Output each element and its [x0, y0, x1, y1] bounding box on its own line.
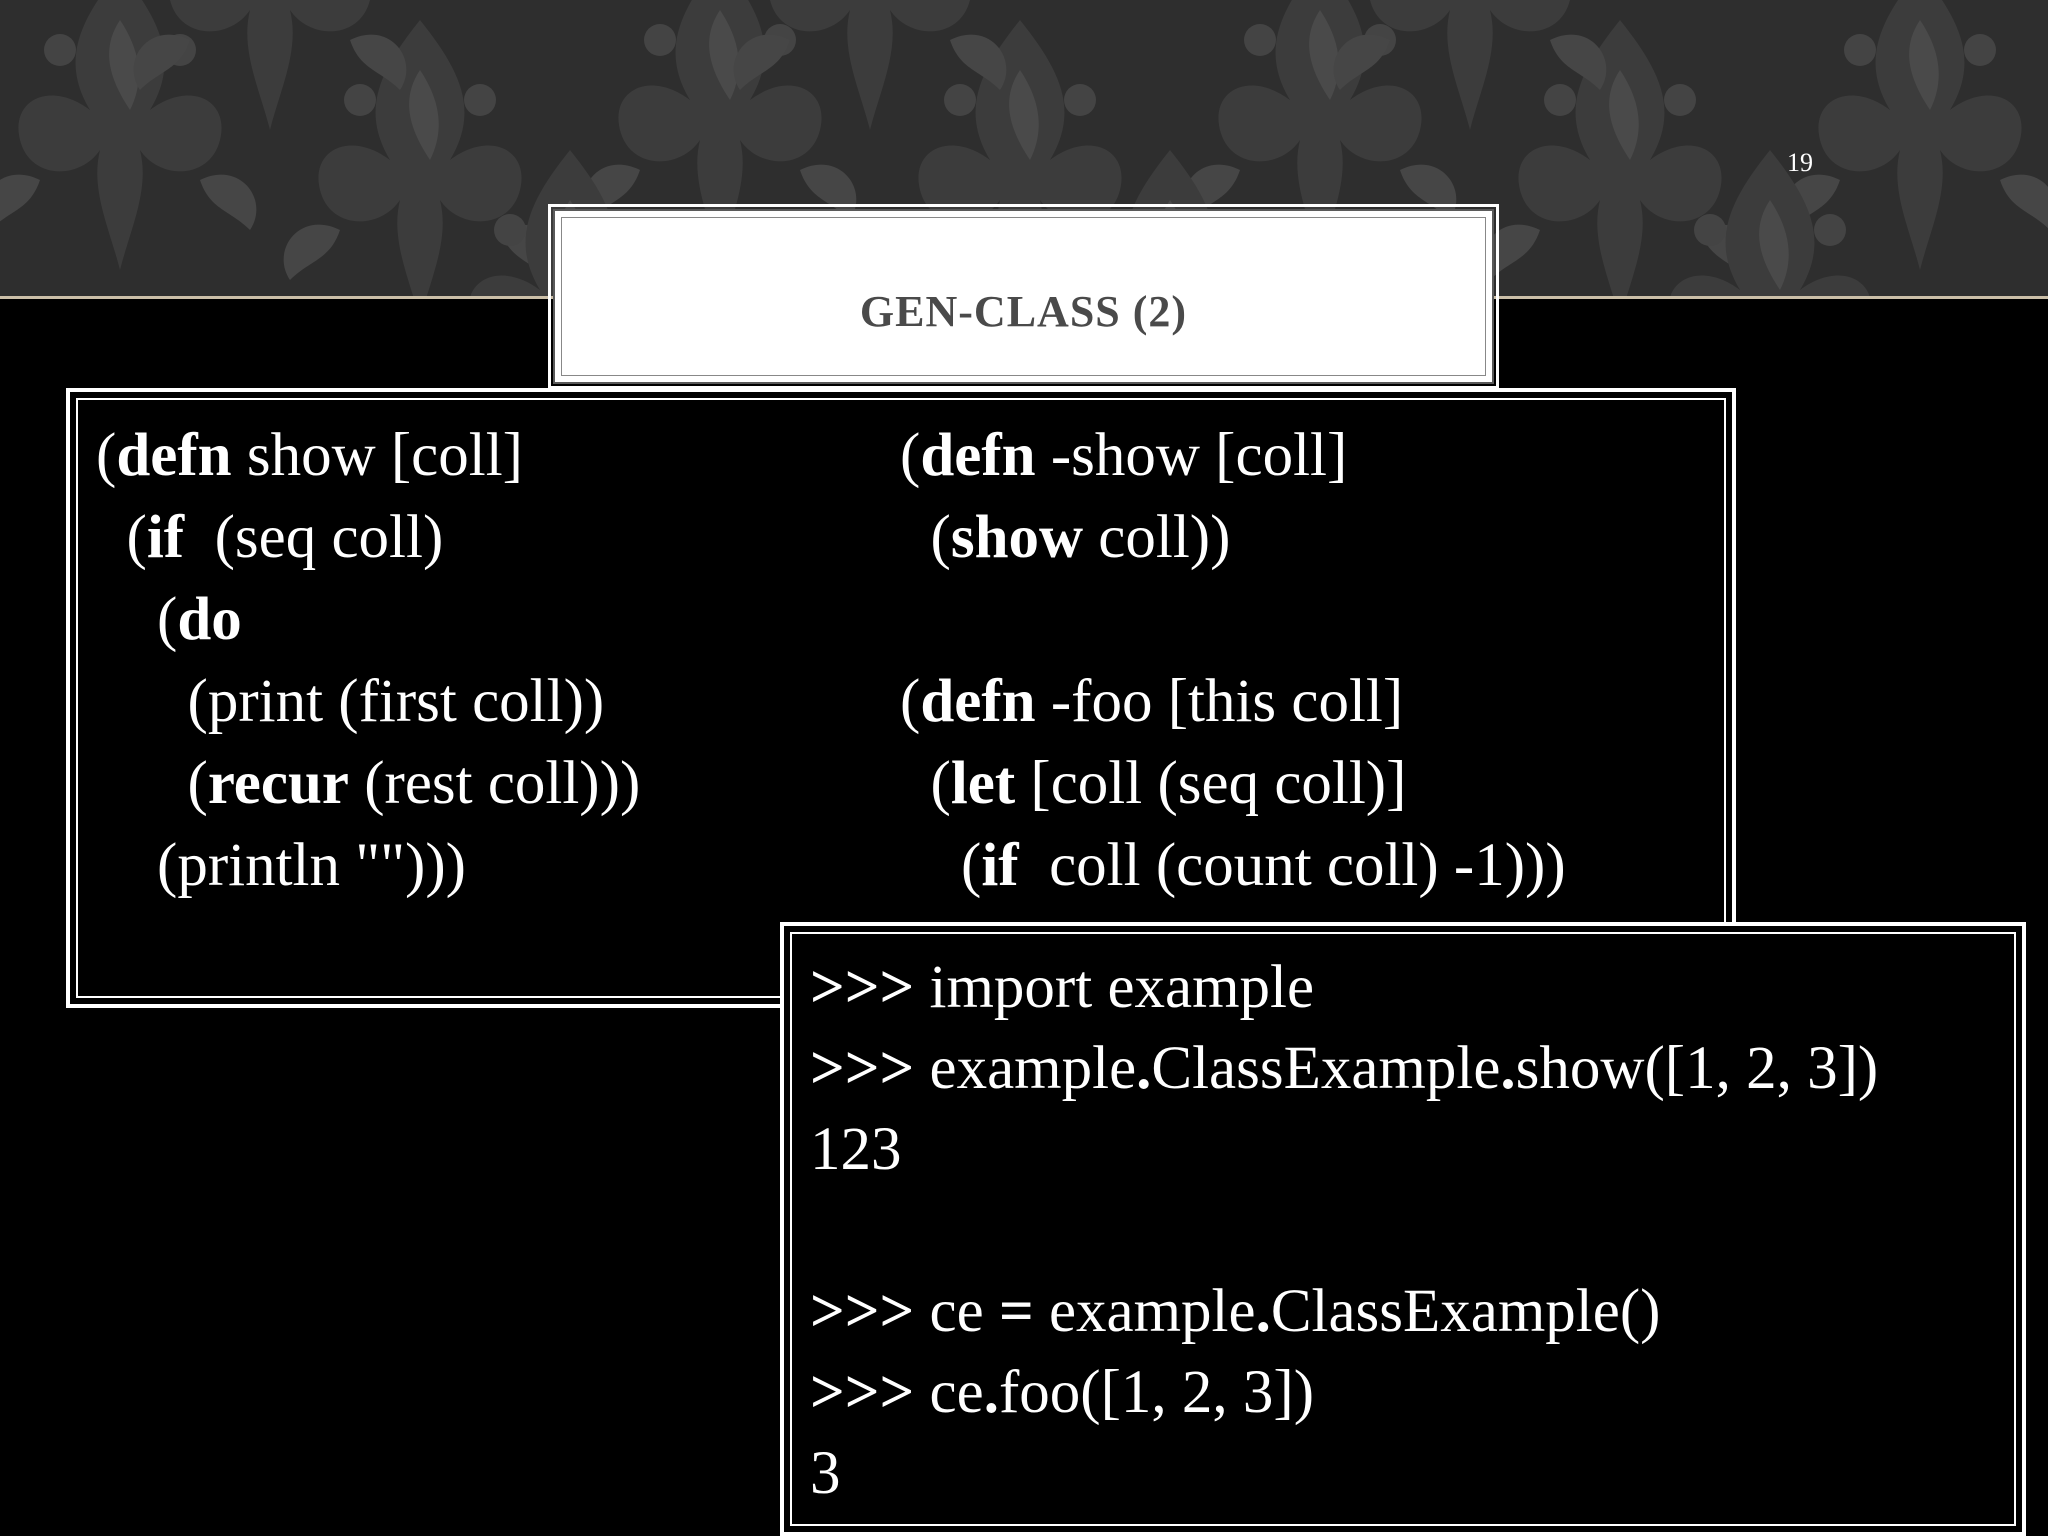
code-keyword: do: [177, 586, 242, 653]
code-keyword: >>>: [810, 954, 915, 1021]
code-keyword: if: [981, 832, 1019, 899]
code-text: 123: [810, 1116, 902, 1183]
code-text: (: [900, 750, 951, 817]
code-keyword: =: [998, 1278, 1034, 1345]
python-session-code: >>> import example>>> example.ClassExamp…: [810, 947, 1878, 1514]
code-keyword: .: [1136, 1035, 1152, 1102]
code-text: coll (count coll) -1))): [1018, 832, 1566, 899]
code-keyword: defn: [116, 422, 232, 489]
code-text: ce: [914, 1359, 984, 1426]
code-line: (let [coll (seq coll)]: [900, 743, 1566, 825]
code-keyword: .: [1255, 1278, 1271, 1345]
code-line: [900, 579, 1566, 661]
code-keyword: >>>: [810, 1359, 915, 1426]
code-text: (rest coll))): [348, 750, 641, 817]
code-keyword: .: [983, 1359, 999, 1426]
code-line: (print (first coll)): [96, 661, 640, 743]
code-keyword: defn: [920, 422, 1036, 489]
code-text: [coll (seq coll)]: [1015, 750, 1407, 817]
code-text: foo([1, 2, 3]): [998, 1359, 1315, 1426]
code-keyword: if: [146, 504, 185, 571]
code-line: (recur (rest coll))): [96, 743, 641, 825]
code-text: (: [96, 586, 178, 653]
code-line: >>> ce.foo([1, 2, 3]): [810, 1352, 1878, 1433]
clojure-code-right: (defn -show [coll] (show coll))(defn -fo…: [900, 415, 1566, 907]
code-text: -show [coll]: [1035, 422, 1348, 489]
code-keyword: .: [1500, 1035, 1516, 1102]
code-text: (: [96, 422, 117, 489]
code-line: (defn show [coll]: [96, 415, 640, 497]
code-text: ce: [914, 1278, 999, 1345]
code-text: (: [900, 504, 951, 571]
code-line: >>> import example: [810, 947, 1878, 1028]
code-text: coll)): [1083, 504, 1231, 571]
code-text: (: [900, 668, 921, 735]
code-text: -foo [this coll]: [1035, 668, 1404, 735]
clojure-code-box: [66, 388, 1736, 1008]
code-line: (println ""))): [96, 825, 640, 907]
code-line: 3: [810, 1433, 1878, 1514]
code-keyword: recur: [207, 750, 349, 817]
code-text: (: [96, 504, 147, 571]
code-text: show([1, 2, 3]): [1515, 1035, 1879, 1102]
code-line: (do: [96, 579, 640, 661]
code-text: example: [914, 1035, 1137, 1102]
code-text: example: [1033, 1278, 1256, 1345]
code-line: (if (seq coll): [96, 497, 640, 579]
code-keyword: show: [950, 504, 1084, 571]
clojure-code-left: (defn show [coll] (if (seq coll) (do (pr…: [96, 415, 640, 907]
title-box: GEN-CLASS (2): [548, 204, 1499, 389]
code-keyword: let: [950, 750, 1016, 817]
slide-number: 19: [1787, 148, 1813, 177]
code-keyword: >>>: [810, 1035, 915, 1102]
slide-title: GEN-CLASS (2): [859, 287, 1188, 336]
code-text: import example: [914, 954, 1315, 1021]
code-text: (: [96, 750, 208, 817]
code-text: (print (first coll)): [96, 668, 605, 735]
python-session-box: [780, 922, 2026, 1536]
code-line: (defn -foo [this coll]: [900, 661, 1566, 743]
python-session-box-inner-border: [790, 932, 2016, 1526]
code-text: ClassExample(): [1270, 1278, 1661, 1345]
code-text: 3: [810, 1440, 841, 1507]
code-line: (defn -show [coll]: [900, 415, 1566, 497]
code-keyword: defn: [920, 668, 1036, 735]
code-text: (: [900, 422, 921, 489]
code-line: >>> example.ClassExample.show([1, 2, 3]): [810, 1028, 1878, 1109]
code-text: (seq coll): [184, 504, 444, 571]
code-line: (if coll (count coll) -1))): [900, 825, 1566, 907]
code-text: (println ""))): [96, 832, 466, 899]
code-text: (: [900, 832, 982, 899]
code-line: [810, 1190, 1878, 1271]
code-text: ClassExample: [1151, 1035, 1501, 1102]
code-text: show [coll]: [231, 422, 523, 489]
title-box-inner-border: [561, 217, 1486, 376]
damask-header-banner: [0, 0, 2048, 296]
code-keyword: >>>: [810, 1278, 915, 1345]
code-line: >>> ce = example.ClassExample(): [810, 1271, 1878, 1352]
code-line: 123: [810, 1109, 1878, 1190]
code-line: (show coll)): [900, 497, 1566, 579]
